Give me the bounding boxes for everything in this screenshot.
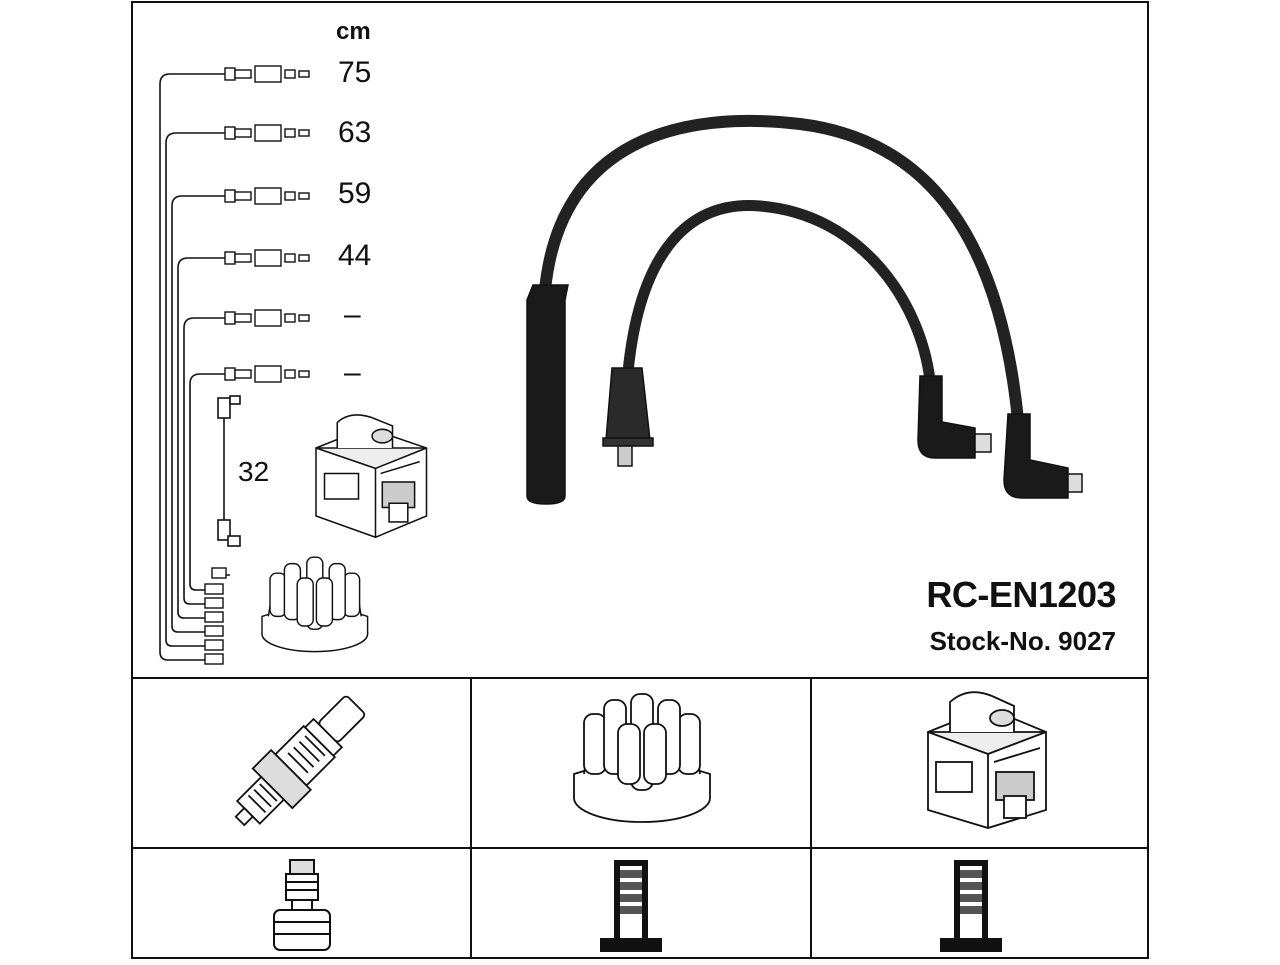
plug-end-icon <box>273 859 331 951</box>
coil-lead-schematic <box>217 395 241 547</box>
ignition-cables-photo <box>539 114 1024 426</box>
connector-59 <box>224 187 310 205</box>
length-label-2: 63 <box>338 116 372 149</box>
lead-schematic <box>159 73 230 661</box>
cable-short <box>622 200 936 386</box>
distributor-cap-small <box>261 556 369 653</box>
connector-5 <box>224 309 310 327</box>
length-label-1: 75 <box>338 56 372 89</box>
coil-end-icon <box>940 860 1002 952</box>
connector-44 <box>224 249 310 267</box>
spark-plug-icon <box>234 695 366 827</box>
table-grid <box>131 1 1149 959</box>
unit-label: cm <box>336 18 371 45</box>
length-label-6: – <box>344 356 361 389</box>
length-label-4: 44 <box>338 239 372 272</box>
cable-boots <box>526 284 1083 505</box>
length-label-3: 59 <box>338 177 372 210</box>
connector-63 <box>224 124 310 142</box>
stock-number: Stock-No. 9027 <box>929 626 1116 656</box>
distributor-cap-icon <box>573 693 711 823</box>
connector-6 <box>224 365 310 383</box>
length-label-5: – <box>344 298 361 331</box>
bundle-terminals <box>204 567 227 665</box>
product-code: RC-EN1203 <box>926 574 1116 615</box>
cable-long <box>539 114 1024 426</box>
lead-connectors <box>204 65 310 665</box>
dist-end-icon <box>600 860 662 952</box>
connector-75 <box>224 65 310 83</box>
coil-lead-length-label: 32 <box>238 456 270 487</box>
coil-illustration-small <box>315 414 428 539</box>
ignition-coil-icon <box>927 691 1047 829</box>
